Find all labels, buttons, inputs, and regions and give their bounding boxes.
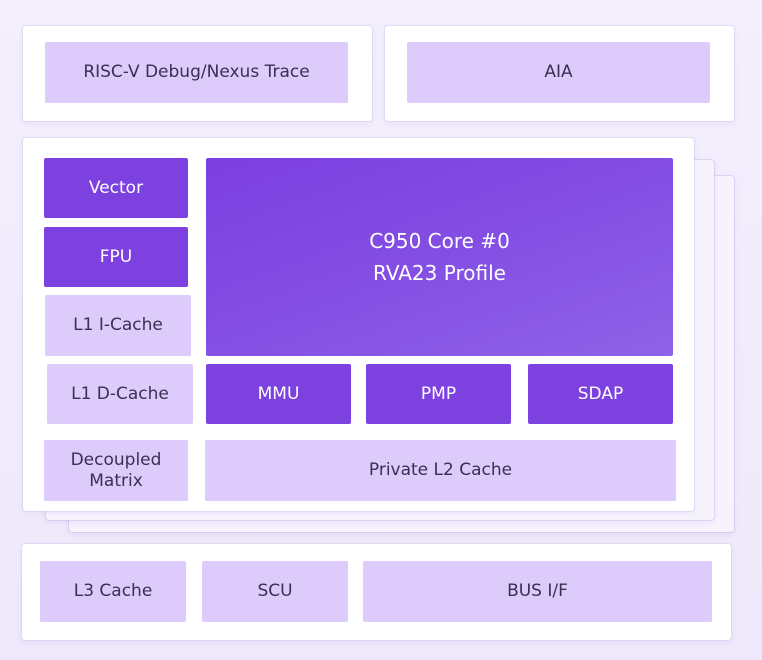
scu-block: SCU — [202, 561, 348, 622]
vector-block: Vector — [44, 158, 188, 218]
debug-trace-block: RISC-V Debug/Nexus Trace — [45, 42, 348, 103]
pmp-block: PMP — [366, 364, 511, 424]
decoupled-matrix-block: Decoupled Matrix — [44, 440, 188, 501]
matrix-label-line2: Matrix — [89, 470, 143, 491]
mmu-block: MMU — [206, 364, 351, 424]
sdap-block: SDAP — [528, 364, 673, 424]
core-title: C950 Core #0 — [369, 229, 510, 253]
bus-if-block: BUS I/F — [363, 561, 712, 622]
core-profile: RVA23 Profile — [373, 261, 506, 285]
core-main-block: C950 Core #0 RVA23 Profile — [206, 158, 673, 356]
l3-cache-block: L3 Cache — [40, 561, 186, 622]
fpu-block: FPU — [44, 227, 188, 287]
aia-block: AIA — [407, 42, 710, 103]
l1-icache-block: L1 I-Cache — [45, 295, 191, 356]
private-l2-cache-block: Private L2 Cache — [205, 440, 676, 501]
l1-dcache-block: L1 D-Cache — [47, 364, 193, 424]
matrix-label-line1: Decoupled — [70, 449, 162, 470]
